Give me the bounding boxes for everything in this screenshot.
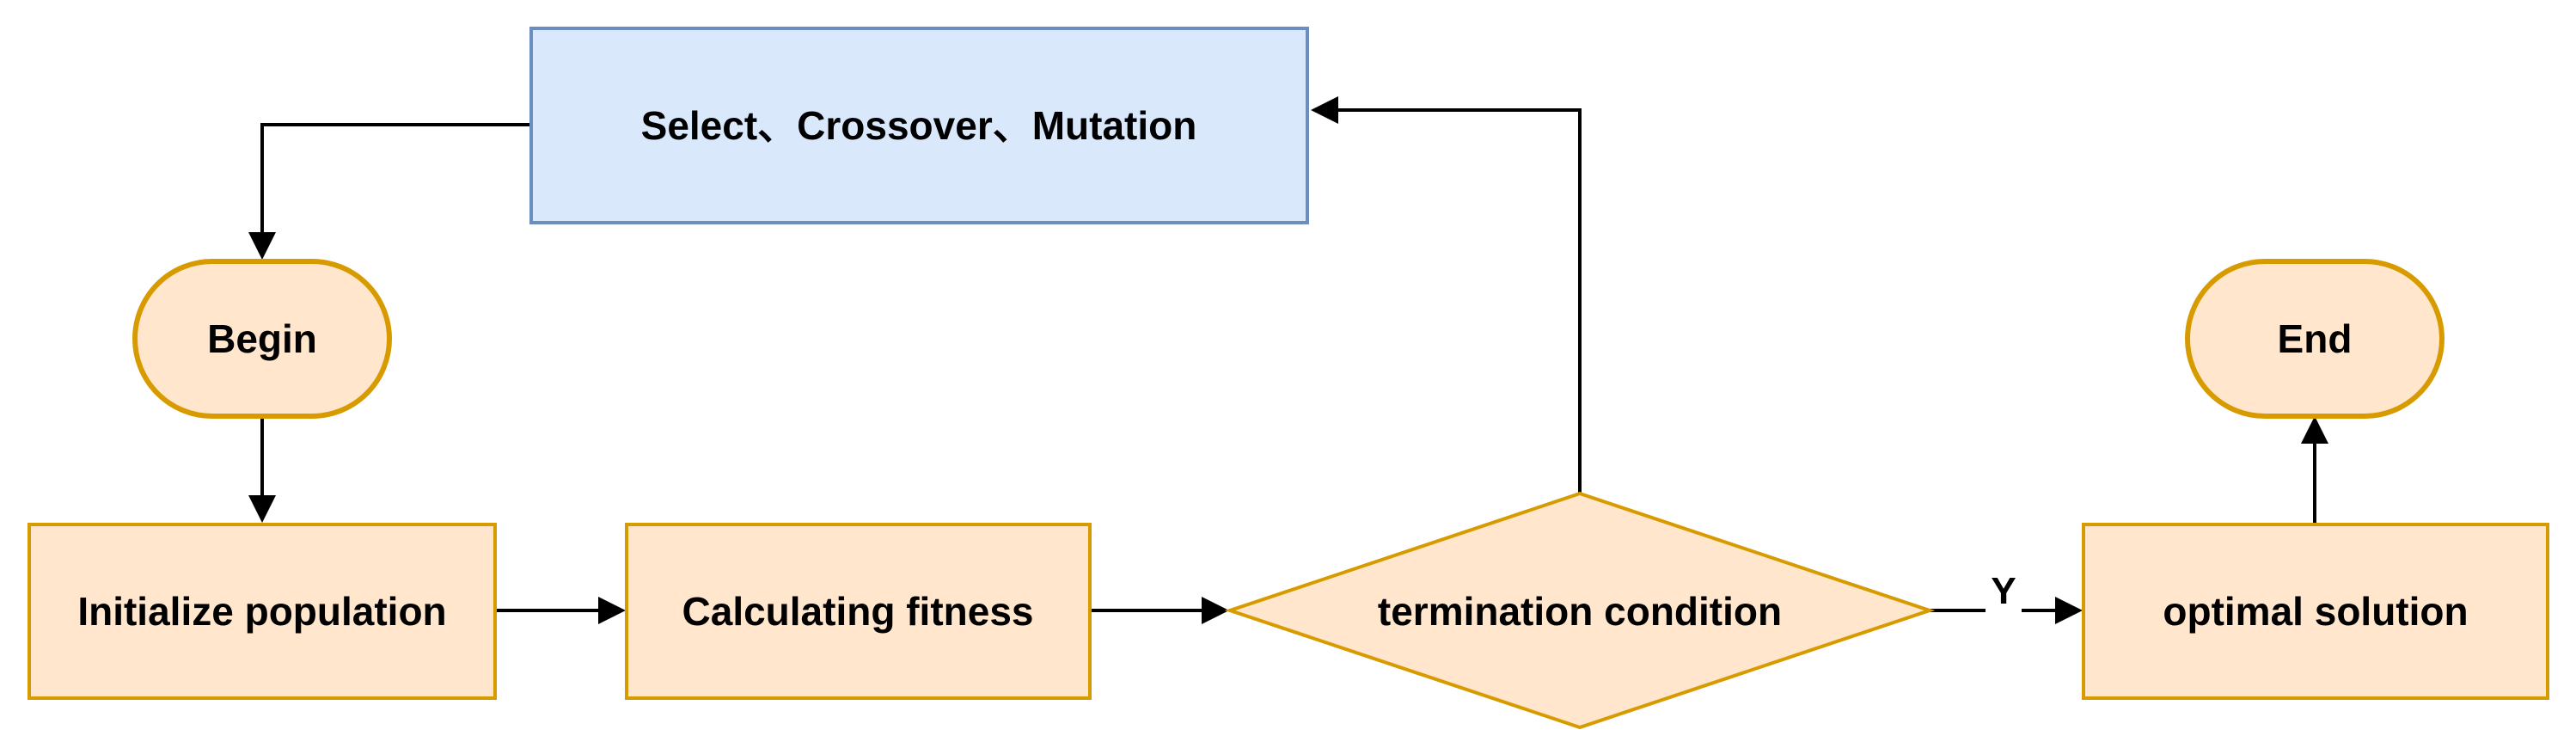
select-crossover-mutation-label: Select、Crossover、Mutation — [641, 103, 1197, 148]
optimal-solution-label: optimal solution — [2163, 589, 2468, 634]
begin-label: Begin — [207, 316, 317, 361]
arrowhead-optimal — [2055, 597, 2083, 624]
edge-select-to-begin — [260, 123, 531, 234]
end-label: End — [2278, 316, 2353, 361]
arrowhead-end — [2301, 416, 2328, 444]
arrowhead-begin — [248, 232, 276, 260]
calculating-fitness-label: Calculating fitness — [682, 589, 1034, 634]
arrowhead-initialize — [248, 495, 276, 523]
select-crossover-mutation-box: Select、Crossover、Mutation — [529, 27, 1309, 224]
termination-condition-label: termination condition — [1378, 589, 1782, 634]
arrowhead-termination — [1202, 597, 1229, 624]
calculating-fitness-box: Calculating fitness — [625, 523, 1092, 700]
initialize-population-box: Initialize population — [28, 523, 497, 700]
termination-condition-diamond: termination condition — [1224, 491, 1936, 730]
begin-terminator: Begin — [132, 259, 392, 419]
edge-termination-to-select — [1337, 108, 1582, 494]
end-terminator: End — [2185, 259, 2444, 419]
initialize-population-label: Initialize population — [77, 589, 446, 634]
edge-label-yes: Y — [1991, 570, 2016, 612]
optimal-solution-box: optimal solution — [2082, 523, 2549, 700]
edges: Y — [248, 96, 2328, 624]
arrowhead-fitness — [598, 597, 626, 624]
arrowhead-select — [1311, 96, 1338, 124]
